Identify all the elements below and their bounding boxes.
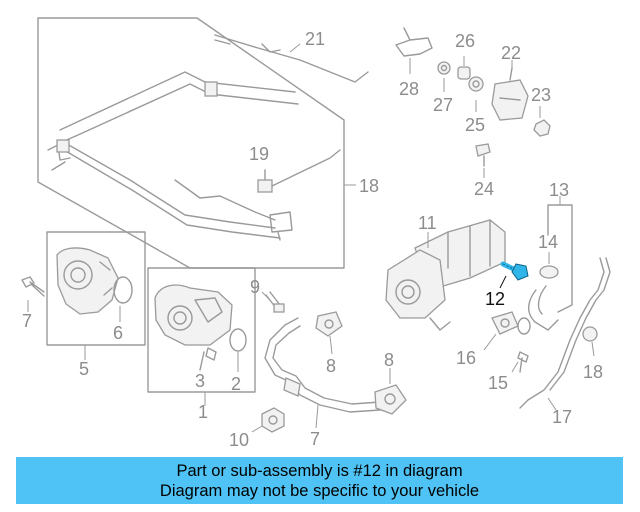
part-7-pipe: [264, 317, 381, 429]
label-27: 27: [433, 95, 453, 115]
label-15: 15: [488, 373, 508, 393]
assembly-4-box: [21, 231, 146, 360]
label-8a: 8: [326, 356, 336, 376]
assembly-13-group: [483, 196, 611, 411]
label-9: 9: [250, 277, 260, 297]
label-26: 26: [455, 31, 475, 51]
label-3: 3: [195, 371, 205, 391]
banner-line-1: Part or sub-assembly is #12 in diagram: [176, 462, 463, 480]
parts-22-28-cluster: [395, 27, 551, 178]
label-21: 21: [305, 29, 325, 49]
label-20: 19: [249, 144, 269, 164]
label-12: 12: [485, 289, 505, 309]
label-22: 22: [501, 43, 521, 63]
info-banner: Part or sub-assembly is #12 in diagram D…: [16, 457, 623, 504]
assembly-19-panel: [37, 17, 369, 269]
label-25: 25: [465, 115, 485, 135]
label-14: 14: [538, 232, 558, 252]
label-10: 10: [229, 430, 249, 450]
part-10-nut: [251, 407, 285, 433]
label-2: 2: [231, 374, 241, 394]
label-8b: 8: [384, 350, 394, 370]
label-5: 6: [113, 323, 123, 343]
label-17: 17: [552, 407, 572, 427]
label-7: 7: [310, 429, 320, 449]
label-4: 5: [79, 359, 89, 379]
label-1: 1: [198, 402, 208, 422]
label-13: 13: [549, 180, 569, 200]
assembly-1-box: [147, 267, 256, 406]
banner-line-2: Diagram may not be specific to your vehi…: [159, 482, 480, 500]
label-19: 18: [359, 176, 379, 196]
part-9-bolt: [261, 291, 285, 313]
part-11-egr-cooler: [385, 219, 506, 331]
label-18: 18: [583, 362, 603, 382]
label-28: 28: [399, 79, 419, 99]
label-16: 16: [456, 348, 476, 368]
part-8-gaskets: [315, 311, 407, 415]
part-12-bolt: [499, 261, 529, 289]
label-23: 23: [531, 85, 551, 105]
label-24: 24: [474, 179, 494, 199]
callout-labels: 21 18 19 28 27 26 25 22 23 24 13 11 14 1…: [22, 29, 603, 450]
label-11: 11: [418, 213, 437, 233]
label-6: 7: [22, 311, 32, 331]
